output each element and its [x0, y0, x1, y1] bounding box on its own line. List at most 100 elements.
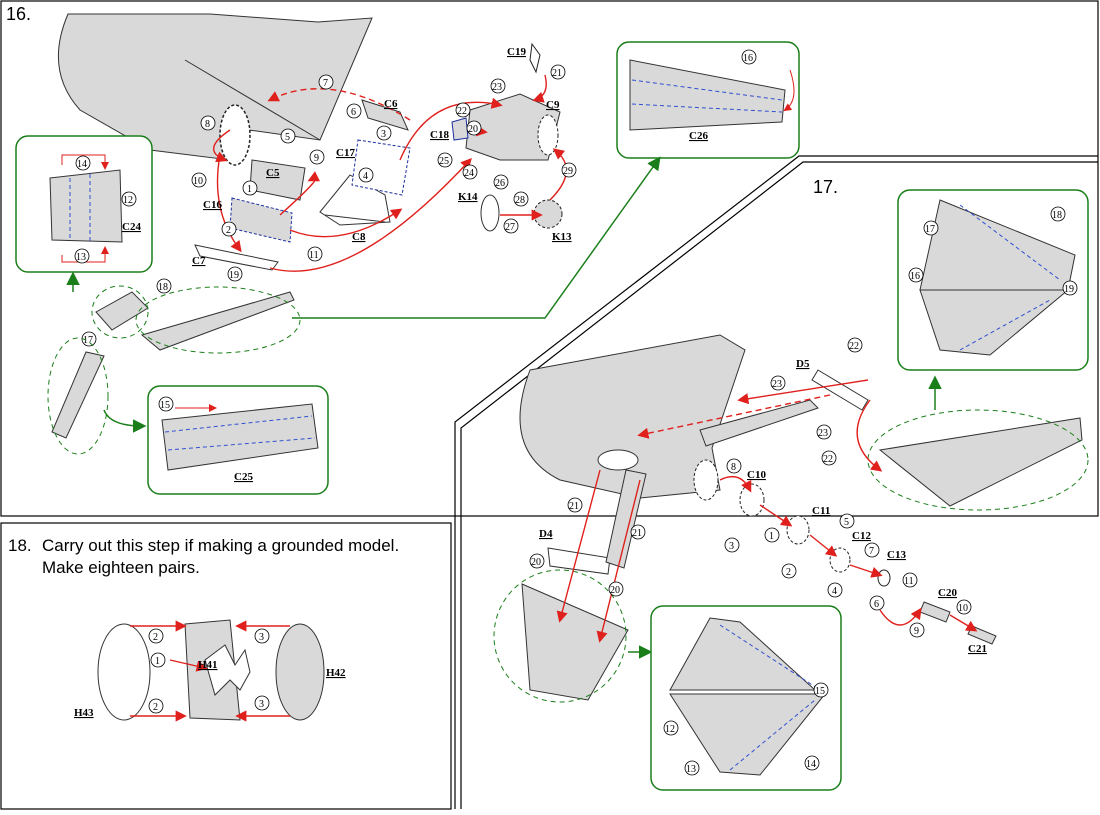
part-label: C17 — [336, 147, 355, 159]
step-number: 12 — [665, 724, 675, 735]
part-label: K14 — [458, 191, 478, 203]
step-number: 13 — [76, 252, 86, 263]
step-number: 3 — [259, 699, 264, 710]
part-C18-shape — [451, 117, 469, 141]
part-K13-shape — [533, 199, 563, 229]
step-17-number: 17. — [813, 177, 838, 197]
step-number: 10 — [958, 603, 968, 614]
step-number: 20 — [468, 124, 478, 135]
step-number: 9 — [914, 626, 919, 637]
part-C19-shape — [529, 42, 541, 74]
part-label: C25 — [234, 471, 253, 483]
step-number: 24 — [464, 168, 474, 179]
part-label: C21 — [968, 643, 987, 655]
part-C8-shape — [319, 174, 391, 226]
step-17-arrows — [556, 379, 978, 643]
step-number: 23 — [492, 82, 502, 93]
step-number: 2 — [786, 567, 791, 578]
step-number: 21 — [552, 68, 562, 79]
part-label: C24 — [122, 221, 141, 233]
step-number: 23 — [772, 379, 782, 390]
step-16-arrows — [213, 74, 568, 272]
step-number: 8 — [731, 462, 736, 473]
step-18-instruction-line-1: Carry out this step if making a grounded… — [42, 536, 399, 555]
part-label: C6 — [384, 98, 398, 110]
step-16: 16. — [6, 4, 800, 495]
step-number: 4 — [363, 171, 368, 182]
step-number: 6 — [351, 107, 356, 118]
step-number: 7 — [323, 78, 328, 89]
part-label: H43 — [74, 707, 94, 719]
step-number: 26 — [495, 178, 505, 189]
part-label: K13 — [552, 231, 572, 243]
step-number: 27 — [505, 222, 515, 233]
step-number: 2 — [226, 225, 231, 236]
step-18-number: 18. — [8, 536, 32, 555]
step-number: 29 — [563, 166, 573, 177]
step-18: 18. Carry out this step if making a grou… — [8, 536, 399, 722]
part-C7-shape — [194, 244, 279, 271]
step-number: 16 — [743, 53, 753, 64]
step-16-numbers — [81, 64, 577, 347]
step-number: 3 — [259, 632, 264, 643]
callout-C25: 15 C25 — [147, 385, 329, 495]
step-18-instruction-line-2: Make eighteen pairs. — [42, 558, 200, 577]
callout-C24: 14 12 13 C24 — [15, 135, 153, 273]
step-number: 9 — [314, 153, 319, 164]
part-C16-shape — [229, 197, 293, 243]
step-18-arrows — [130, 620, 290, 722]
part-C5-shape — [249, 159, 306, 201]
part-K14-shape — [480, 194, 500, 232]
step-number: 1 — [155, 656, 160, 667]
step-number: 18 — [158, 282, 168, 293]
step-number: 17 — [925, 224, 935, 235]
step-number: 21 — [632, 528, 642, 539]
part-H42-shape — [275, 623, 325, 721]
part-C9-shape — [465, 93, 561, 161]
part-label: D4 — [539, 528, 553, 540]
step-16-part-labels: C5 C6 C7 C8 C9 C16 C17 C18 C19 K13 K14 — [192, 46, 572, 267]
step-16-number: 16. — [6, 4, 31, 24]
step-number: 21 — [569, 501, 579, 512]
step-number: 10 — [193, 176, 203, 187]
step-number: 17 — [83, 335, 93, 346]
part-H43-shape — [97, 623, 151, 721]
step-number: 20 — [610, 585, 620, 596]
step-number: 1 — [769, 531, 774, 542]
part-label: C13 — [887, 549, 906, 561]
step-number: 14 — [806, 759, 816, 770]
part-label: C18 — [430, 129, 449, 141]
step-number: 16 — [910, 271, 920, 282]
callout-C26: 16 C26 — [616, 41, 800, 159]
step-number: 2 — [153, 702, 158, 713]
part-label: C20 — [938, 587, 957, 599]
step-number: 23 — [818, 428, 828, 439]
step-number: 19 — [229, 270, 239, 281]
part-label: C8 — [352, 231, 366, 243]
step-number: 3 — [381, 129, 386, 140]
part-label: C11 — [812, 505, 830, 517]
step-number: 20 — [531, 557, 541, 568]
step-number: 1 — [247, 184, 252, 195]
step-17-numbers — [529, 337, 972, 638]
step-number: 18 — [1052, 210, 1062, 221]
part-label: H42 — [326, 667, 346, 679]
step-number: 19 — [1064, 284, 1074, 295]
fuselage-frame-ring — [219, 104, 251, 166]
part-label: C7 — [192, 255, 206, 267]
part-label: C12 — [852, 530, 871, 542]
step-number: 22 — [823, 454, 833, 465]
part-label: C9 — [546, 99, 560, 111]
step-number: 11 — [904, 576, 914, 587]
step-number: 28 — [515, 195, 525, 206]
fuselage-tail — [57, 13, 373, 161]
step-number: 11 — [309, 250, 319, 261]
step-number: 22 — [457, 106, 467, 117]
part-label: H41 — [198, 659, 218, 671]
step-number: 15 — [815, 686, 825, 697]
fuselage-rear — [519, 334, 746, 499]
step-number: 12 — [123, 195, 133, 206]
